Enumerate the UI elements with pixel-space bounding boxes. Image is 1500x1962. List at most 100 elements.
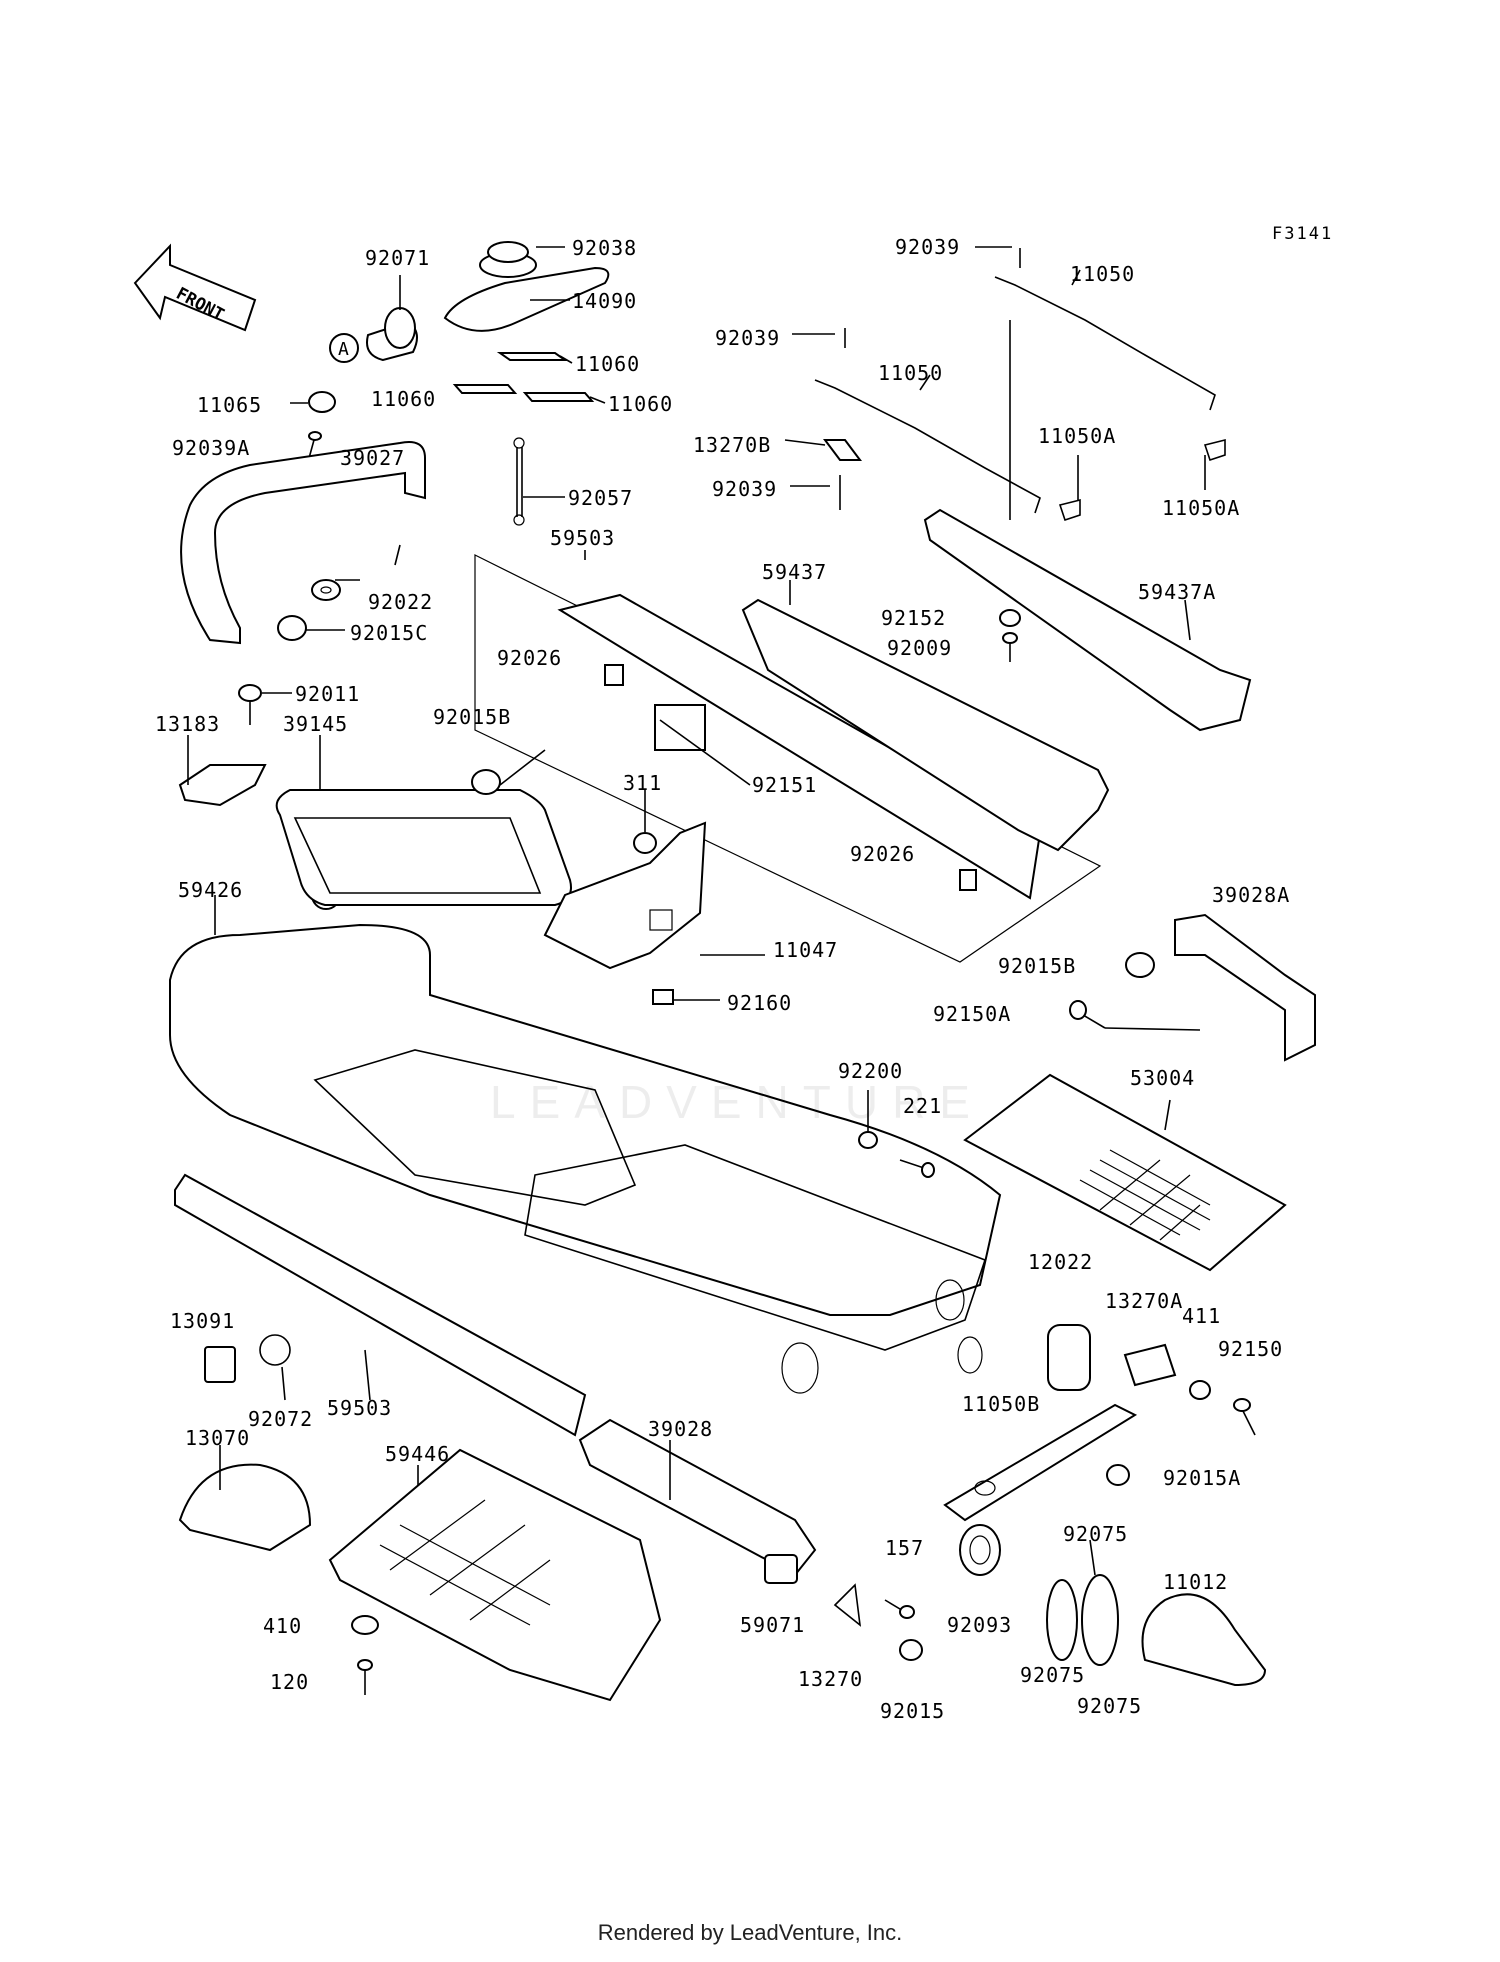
part-label-410[interactable]: 410 (263, 1614, 303, 1638)
part-92072-shape (259, 1334, 291, 1401)
part-label-59437A[interactable]: 59437A (1138, 580, 1217, 604)
part-11050A-shapes (1058, 438, 1226, 522)
part-label-11060-right-upper[interactable]: 11060 (575, 352, 641, 376)
part-label-11050B[interactable]: 11050B (962, 1392, 1041, 1416)
part-label-59437[interactable]: 59437 (762, 560, 828, 584)
part-label-39028[interactable]: 39028 (648, 1417, 714, 1441)
part-label-92075-left[interactable]: 92075 (1020, 1663, 1086, 1687)
part-92015B-right-shape (1125, 952, 1155, 978)
part-221-shape (899, 1159, 935, 1178)
part-label-92015B-left[interactable]: 92015B (433, 705, 512, 729)
part-label-92011[interactable]: 92011 (295, 682, 361, 706)
part-92038-shape (479, 241, 565, 278)
part-label-92015B-right[interactable]: 92015B (998, 954, 1077, 978)
part-label-11060-left[interactable]: 11060 (371, 387, 437, 411)
part-label-14090[interactable]: 14090 (572, 289, 638, 313)
part-label-39028A[interactable]: 39028A (1212, 883, 1291, 907)
part-11012-shape (1141, 1593, 1267, 1687)
part-label-92152[interactable]: 92152 (881, 606, 947, 630)
part-label-11050A-lower[interactable]: 11050A (1162, 496, 1241, 520)
part-39028-shape (578, 1418, 817, 1577)
part-label-11047[interactable]: 11047 (773, 938, 839, 962)
part-label-59426[interactable]: 59426 (178, 878, 244, 902)
figure-code: F3141 (1272, 224, 1334, 244)
part-label-59503-upper[interactable]: 59503 (550, 526, 616, 550)
part-label-11050-right[interactable]: 11050 (1070, 262, 1136, 286)
part-label-12022[interactable]: 12022 (1028, 1250, 1094, 1274)
part-label-39145[interactable]: 39145 (283, 712, 349, 736)
part-label-92022[interactable]: 92022 (368, 590, 434, 614)
part-410-shape (351, 1615, 379, 1635)
part-120-shape (357, 1659, 373, 1695)
part-11065-shape (290, 391, 336, 413)
part-label-311[interactable]: 311 (623, 771, 663, 795)
part-label-92026-upper[interactable]: 92026 (497, 646, 563, 670)
part-label-13183[interactable]: 13183 (155, 712, 221, 736)
part-label-92057[interactable]: 92057 (568, 486, 634, 510)
part-label-92160[interactable]: 92160 (727, 991, 793, 1015)
part-label-411[interactable]: 411 (1182, 1304, 1222, 1328)
part-label-53004[interactable]: 53004 (1130, 1066, 1196, 1090)
part-59437-shape (741, 580, 1110, 852)
part-label-59446[interactable]: 59446 (385, 1442, 451, 1466)
part-label-39027[interactable]: 39027 (340, 446, 406, 470)
part-label-11060-right-lower[interactable]: 11060 (608, 392, 674, 416)
part-label-92200[interactable]: 92200 (838, 1059, 904, 1083)
part-label-92075-top[interactable]: 92075 (1063, 1522, 1129, 1546)
part-label-92150[interactable]: 92150 (1218, 1337, 1284, 1361)
part-label-92039A[interactable]: 92039A (172, 436, 251, 460)
part-92057-shape (513, 437, 565, 526)
part-53004-shape (963, 1073, 1287, 1272)
part-label-13070[interactable]: 13070 (185, 1426, 251, 1450)
part-label-59071[interactable]: 59071 (740, 1613, 806, 1637)
part-13270B-shape (784, 439, 862, 461)
part-label-92039-lower[interactable]: 92039 (712, 477, 778, 501)
part-92093-shape (959, 1524, 1001, 1576)
part-label-59503-lower[interactable]: 59503 (327, 1396, 393, 1420)
part-label-92038[interactable]: 92038 (572, 236, 638, 260)
part-label-92071[interactable]: 92071 (365, 246, 431, 270)
part-label-92151[interactable]: 92151 (752, 773, 818, 797)
part-label-13091[interactable]: 13091 (170, 1309, 236, 1333)
part-92009-shape (1002, 632, 1018, 662)
part-label-11065[interactable]: 11065 (197, 393, 263, 417)
part-59446-shape (328, 1448, 662, 1702)
part-label-11012[interactable]: 11012 (1163, 1570, 1229, 1594)
part-92200-shape (858, 1090, 878, 1149)
part-label-92150A[interactable]: 92150A (933, 1002, 1012, 1026)
part-label-157[interactable]: 157 (885, 1536, 925, 1560)
part-label-92026-lower[interactable]: 92026 (850, 842, 916, 866)
part-label-92009[interactable]: 92009 (887, 636, 953, 660)
front-direction-arrow: FRONT (133, 243, 257, 332)
part-label-92093[interactable]: 92093 (947, 1613, 1013, 1637)
part-11060-shapes (452, 352, 606, 404)
part-label-13270B[interactable]: 13270B (693, 433, 772, 457)
part-label-92015A[interactable]: 92015A (1163, 1466, 1242, 1490)
part-label-11050-left[interactable]: 11050 (878, 361, 944, 385)
part-39145-shape (275, 735, 572, 906)
part-label-92039-mid[interactable]: 92039 (715, 326, 781, 350)
part-39028A-shape (1174, 913, 1316, 1062)
part-label-13270A[interactable]: 13270A (1105, 1289, 1184, 1313)
part-label-92015C[interactable]: 92015C (350, 621, 429, 645)
part-label-92015[interactable]: 92015 (880, 1699, 946, 1723)
part-92015B-shape (471, 749, 546, 795)
part-92015-shape (899, 1639, 923, 1661)
part-label-221[interactable]: 221 (903, 1094, 943, 1118)
part-11050-shapes (814, 269, 1216, 520)
part-157-shape (884, 1599, 915, 1619)
part-label-92072[interactable]: 92072 (248, 1407, 314, 1431)
part-label-92075-right[interactable]: 92075 (1077, 1694, 1143, 1718)
part-92075-shapes (1046, 1539, 1119, 1666)
part-label-120[interactable]: 120 (270, 1670, 310, 1694)
part-92015A-shape (1106, 1464, 1130, 1486)
reference-marker-upper-text: A (338, 339, 349, 360)
part-92152-shape (999, 609, 1021, 627)
part-13183-shape (178, 735, 267, 807)
part-92071-shape (366, 275, 418, 362)
watermark: LEADVENTURE (490, 1076, 984, 1128)
part-label-13270[interactable]: 13270 (798, 1667, 864, 1691)
part-label-92039-top[interactable]: 92039 (895, 235, 961, 259)
part-label-11050A-upper[interactable]: 11050A (1038, 424, 1117, 448)
part-13270-shape (833, 1583, 862, 1627)
